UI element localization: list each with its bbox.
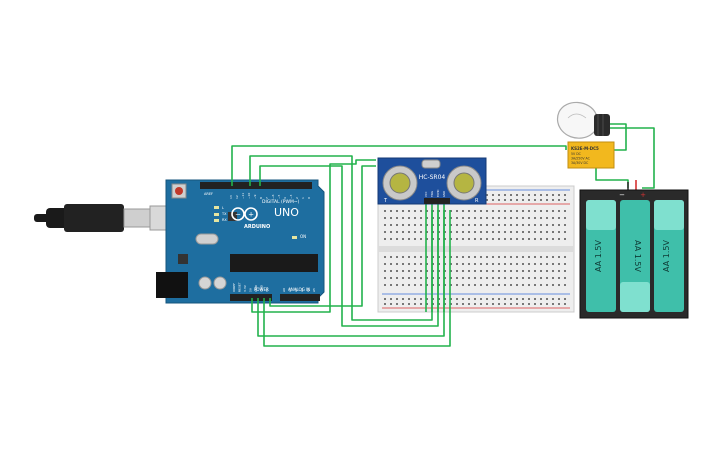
battery-minus: − <box>619 191 625 199</box>
sensor-pin-label: ECHO <box>436 190 440 197</box>
digital-pin-label: ~10 <box>247 193 251 199</box>
sensor-pin-label: VCC <box>424 191 428 197</box>
wire-relay-signal[interactable] <box>231 145 567 186</box>
battery-cell: AA 1.5V <box>654 200 684 312</box>
analog-header[interactable] <box>280 294 320 301</box>
battery-cell-label: AA 1.5V <box>633 240 642 272</box>
power-pin-label: 3.3V <box>243 284 247 292</box>
svg-text:+: + <box>248 211 254 219</box>
digital-header[interactable] <box>200 182 312 189</box>
battery-plus: + <box>640 191 646 199</box>
digital-pin-label: ~6 <box>271 194 275 199</box>
power-pin-label: IOREF <box>232 283 236 292</box>
sensor-pin-label: TRIG <box>430 191 434 197</box>
on-label: ON <box>300 234 306 239</box>
digital-pin-label: ~9 <box>253 194 257 199</box>
power-pin-label: RESET <box>238 282 242 292</box>
svg-text:−: − <box>235 211 241 219</box>
led-l-icon <box>214 206 219 209</box>
power-header[interactable] <box>230 294 272 301</box>
rx-label: RX <box>222 218 227 222</box>
digital-pin-label: ~11 <box>241 193 245 199</box>
relay-model: KS2E-M-DC5 <box>571 146 599 151</box>
digital-pin-label: 0 <box>307 197 311 199</box>
power-jack[interactable] <box>156 272 188 298</box>
l-label: L <box>222 206 224 210</box>
wire-gnd-1[interactable] <box>263 210 451 347</box>
sensor-right-mark: R <box>475 198 479 204</box>
sensor-left-mark: T <box>383 198 388 204</box>
relay[interactable] <box>567 141 615 169</box>
analog-pin-label: A0 <box>282 288 286 292</box>
wires <box>231 123 655 347</box>
wire-relay-bulb[interactable] <box>610 123 627 151</box>
sensor-label: HC-SR04 <box>419 174 446 181</box>
power-pin-label: Vin <box>265 287 269 292</box>
battery-cell-label: AA 1.5V <box>594 240 603 272</box>
digital-pin-label: ~5 <box>277 194 281 199</box>
power-pin-label: GND <box>260 284 264 292</box>
wire-bulb-battery[interactable] <box>610 127 655 189</box>
relay-line2: 3A/250V AC <box>571 157 591 161</box>
relay-line3: 3A/30V DC <box>571 161 589 165</box>
digital-pin-label: 7 <box>265 197 269 199</box>
crystal-icon <box>421 159 441 169</box>
led-rx-icon <box>214 219 219 222</box>
analog-pin-label: A3 <box>300 288 304 292</box>
power-pin-label: 5V <box>249 287 253 292</box>
wire-gnd-2[interactable] <box>269 165 376 307</box>
wire-gnd-3[interactable] <box>251 159 376 313</box>
analog-label: ANALOG IN <box>288 287 310 292</box>
tx-label: TX <box>221 212 227 216</box>
digital-pin-label: 12 <box>235 195 239 199</box>
power-pin-label: GND <box>254 284 258 292</box>
led-tx-icon <box>214 213 219 216</box>
battery-cell: AA 1.5V <box>620 200 650 312</box>
digital-pin-label: ~3 <box>289 194 293 199</box>
arduino-model: UNO <box>274 206 299 219</box>
battery-cell: AA 1.5V <box>586 200 616 312</box>
analog-pin-label: A4 <box>306 288 310 292</box>
atmega-chip <box>230 254 318 272</box>
digital-pin-label: 4 <box>283 197 287 199</box>
digital-pin-label: 2 <box>295 197 299 199</box>
battery-pack[interactable]: AA 1.5V AA 1.5V AA 1.5V <box>579 189 689 319</box>
relay-line1: 5V DC <box>571 152 582 156</box>
arduino-board[interactable]: − + <box>156 179 325 304</box>
sensor-pin-label: GND <box>442 191 446 197</box>
ultrasonic-sensor[interactable] <box>377 157 487 205</box>
battery-cell-label: AA 1.5V <box>662 240 671 272</box>
led-on-icon <box>292 236 297 239</box>
digital-pin-label: 13 <box>229 195 233 199</box>
digital-pin-label: 1 <box>301 197 305 199</box>
power-label: POWER <box>254 287 269 292</box>
analog-pin-label: A2 <box>294 288 298 292</box>
usb-cable[interactable] <box>34 204 183 232</box>
analog-pin-label: A1 <box>288 288 292 292</box>
light-bulb-icon[interactable] <box>557 101 610 139</box>
wire-relay-battery[interactable] <box>595 168 629 188</box>
arduino-logo-icon: − + <box>231 207 258 221</box>
breadboard-holes <box>384 194 566 305</box>
arduino-brand: ARDUINO <box>244 224 270 230</box>
analog-pin-label: A5 <box>312 288 316 292</box>
digital-label: DIGITAL (PWM~) <box>262 199 300 205</box>
breadboard[interactable] <box>377 185 575 313</box>
aref-label: AREF <box>204 192 213 196</box>
digital-pin-label: 8 <box>259 197 263 199</box>
